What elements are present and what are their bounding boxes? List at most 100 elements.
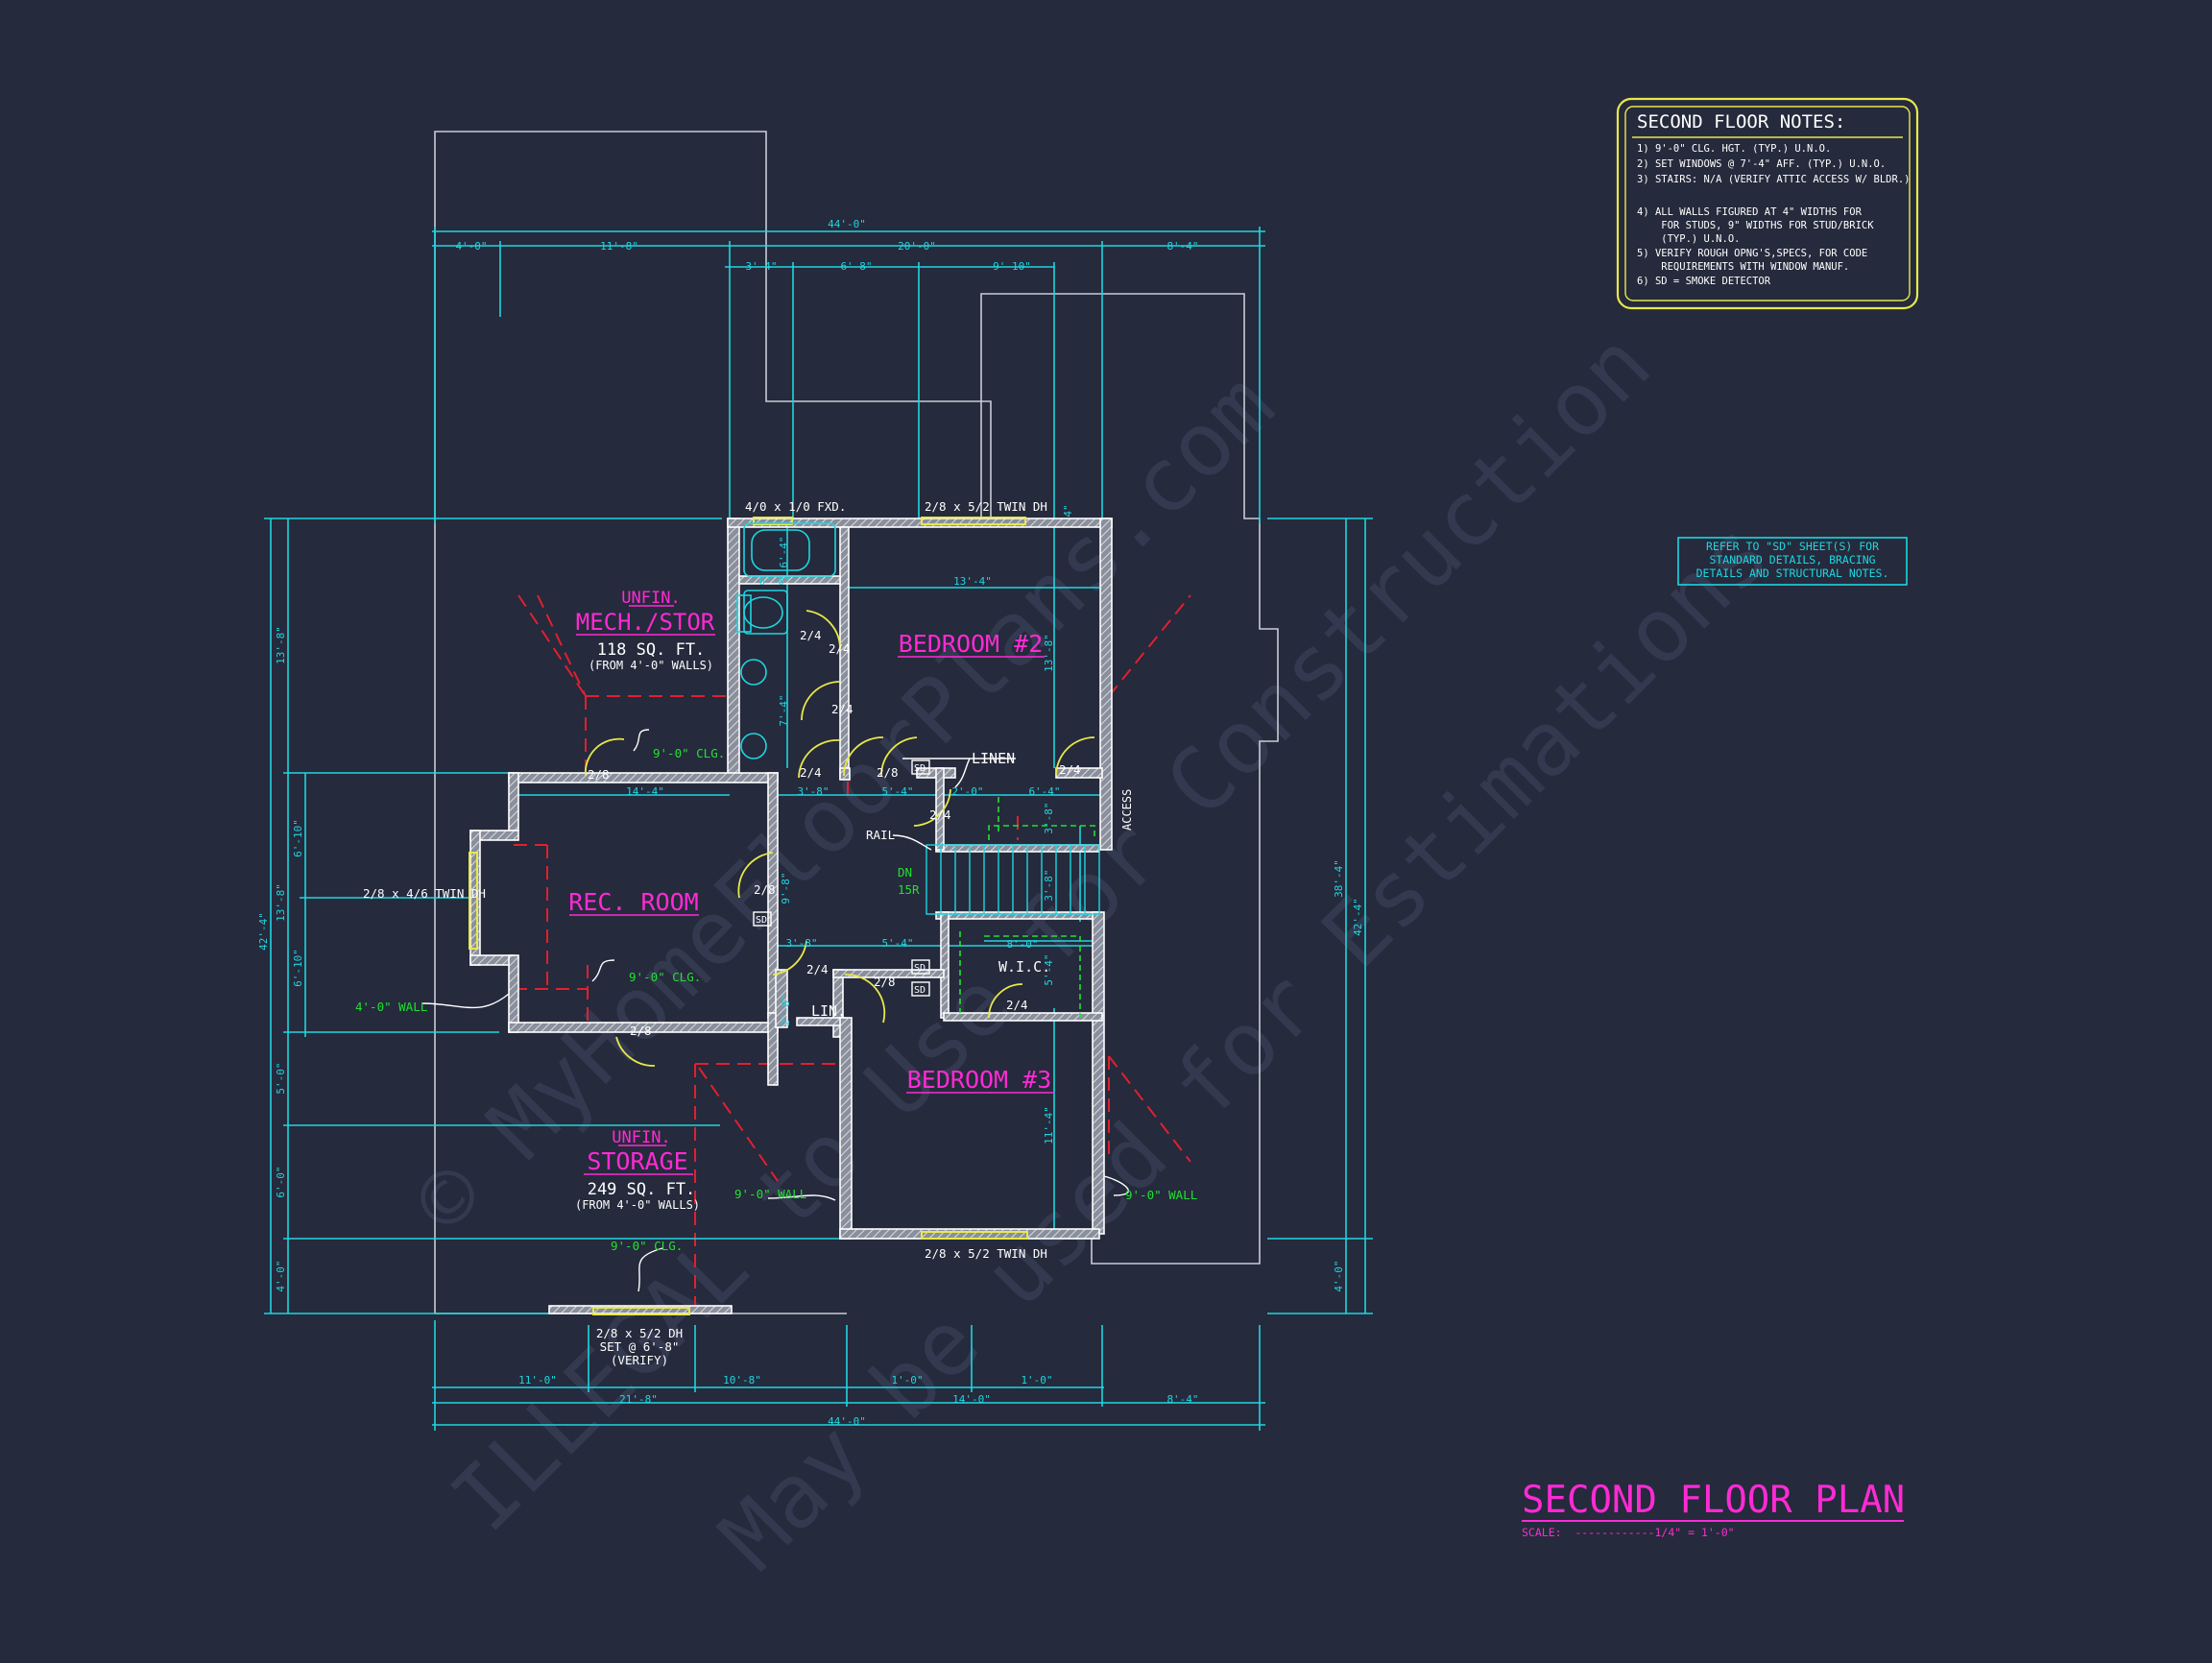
wall-rec-label: 4'-0" WALL [355, 1000, 427, 1014]
note-line-2: 2) SET WINDOWS @ 7'-4" AFF. (TYP.) U.N.O… [1637, 158, 1886, 170]
dim-left-g: 4'-0" [275, 1260, 287, 1291]
dim-int-bath-h: 6'-4" [778, 536, 790, 567]
misc-labels: LINEN LIN. W.I.C. ACCESS RAIL SD SD SD S… [363, 499, 1134, 1367]
dim-int-top4: 4" [1062, 504, 1074, 517]
dim-left-f: 6'-0" [275, 1166, 287, 1197]
dim-left-a: 13'-8" [275, 626, 287, 664]
room-labels: UNFIN. MECH./STOR BEDROOM #2 REC. ROOM B… [568, 589, 1051, 1175]
sd-label-4: SD [914, 985, 926, 996]
room-label-underlines [569, 605, 1054, 1175]
dim-int-e: 3'-8" [1043, 869, 1055, 901]
dim-top-a: 4'-0" [455, 240, 487, 253]
sd-label-2: SD [756, 915, 767, 926]
green-labels: 9'-0" CLG. 9'-0" CLG. 9'-0" CLG. 4'-0" W… [355, 746, 1197, 1253]
refer-line-1: REFER TO "SD" SHEET(S) FOR [1706, 540, 1879, 553]
toilet-icon [743, 596, 783, 629]
dimension-lines [264, 227, 1373, 1431]
note-line-10: 6) SD = SMOKE DETECTOR [1637, 276, 1771, 287]
watermark: © MyHomeFloorPlans.com ILLEGAL to Use fo… [394, 313, 1789, 1590]
dim-int-bed2-h: 13'-8" [1043, 634, 1055, 672]
door-label-7: 2/4 [929, 807, 951, 822]
door-label-9: 2/8 [874, 975, 896, 989]
mech-from-label: (FROM 4'-0" WALLS) [589, 659, 713, 672]
door-label-4: 2/8 [588, 767, 610, 782]
refer-note: REFER TO "SD" SHEET(S) FOR STANDARD DETA… [1677, 537, 1908, 586]
window-label-bed3: 2/8 x 5/2 TWIN DH [925, 1246, 1047, 1261]
door-label-3: 2/4 [800, 765, 822, 780]
storage-name-label: STORAGE [587, 1147, 687, 1175]
note-line-9: REQUIREMENTS WITH WINDOW MANUF. [1637, 261, 1849, 273]
door-label-11: 2/8 [630, 1024, 652, 1038]
dim-top-f: 6'-8" [840, 260, 872, 273]
dim-int-bed3-h: 11'-4" [1043, 1106, 1055, 1145]
wall-bed3-label: 9'-0" WALL [1125, 1188, 1197, 1202]
dim-top-g: 9'-10" [993, 260, 1031, 273]
plan-scale: SCALE: ------------1/4" = 1'-0" [1522, 1526, 1735, 1539]
dim-left-c: 13'-8" [275, 883, 287, 922]
bath-fixtures [736, 522, 836, 759]
door-label-2: 2/4 [831, 702, 854, 716]
note-line-6: FOR STUDS, 9" WIDTHS FOR STUD/BRICK [1637, 220, 1874, 231]
notes-text: SECOND FLOOR NOTES: 1) 9'-0" CLG. HGT. (… [1637, 111, 1910, 287]
dim-int-f: 9'-8" [780, 872, 792, 904]
sd-label-1: SD [914, 763, 926, 774]
notes-box [1616, 97, 1919, 310]
door-label-5: 2/4 [1059, 762, 1081, 777]
note-line-1: 1) 9'-0" CLG. HGT. (TYP.) U.N.O. [1637, 143, 1831, 155]
stairs [926, 844, 1100, 915]
refer-line-2: STANDARD DETAILS, BRACING [1709, 553, 1875, 566]
dim-left-d: 6'-10" [292, 949, 304, 987]
window-label-storage-2: SET @ 6'-8" [600, 1339, 680, 1354]
clg-mech-label: 9'-0" CLG. [653, 746, 725, 760]
dim-bot-d: 1'-0" [1021, 1374, 1052, 1386]
sd-label-3: SD [914, 963, 926, 974]
dim-top-e: 3'-4" [745, 260, 777, 273]
room-area-labels: 118 SQ. FT. (FROM 4'-0" WALLS) 249 SQ. F… [575, 640, 713, 1212]
wall-storage-label: 9'-0" WALL [734, 1187, 806, 1201]
dim-top-c: 20'-0" [898, 240, 936, 253]
dim-int-a: 5'-4" [881, 785, 913, 798]
storage-from-label: (FROM 4'-0" WALLS) [575, 1198, 700, 1212]
plan-title: SECOND FLOOR PLAN [1522, 1479, 1905, 1522]
notes-title: SECOND FLOOR NOTES: [1637, 111, 1845, 133]
dim-right-a: 38'-4" [1333, 859, 1345, 898]
dim-int-hall-h: 7'-4" [778, 694, 790, 726]
dim-top-overall: 44'-0" [828, 218, 866, 230]
dim-int-k: 2'-8" [780, 994, 792, 1025]
dim-bot-overall: 44'-0" [828, 1415, 866, 1428]
dim-int-bath-w: 6'-0" [758, 575, 790, 588]
smoke-detector-boxes [753, 759, 930, 997]
linen-label: LINEN [972, 750, 1015, 767]
door-label-1: 2/4 [800, 628, 822, 642]
mech-name-label: MECH./STOR [576, 609, 715, 636]
door-labels: 2/4 2/4 2/4 2/8 2/4 2/8 2/4 2/8 2/8 2/4 … [588, 628, 1081, 1038]
bedroom3-label: BEDROOM #3 [907, 1066, 1052, 1094]
dimension-labels: 44'-0" 4'-0" 11'-8" 20'-0" 8'-4" 3'-4" 6… [257, 218, 1364, 1428]
stair-dn-label: DN [898, 865, 912, 880]
bedroom2-label: BEDROOM #2 [899, 630, 1044, 658]
dim-bot-g: 8'-4" [1166, 1393, 1198, 1406]
note-line-5: 4) ALL WALLS FIGURED AT 4" WIDTHS FOR [1637, 206, 1863, 218]
dim-int-b: 2'-0" [951, 785, 983, 798]
dim-top-b: 11'-8" [600, 240, 638, 253]
note-line-7: (TYP.) U.N.O. [1637, 233, 1740, 245]
dim-int-g: 5'-4" [881, 937, 913, 950]
wic-label: W.I.C. [998, 958, 1050, 976]
dim-int-c: 6'-4" [1028, 785, 1060, 798]
closet-rods [959, 797, 1095, 1018]
window-label-bed2: 2/8 x 5/2 TWIN DH [925, 499, 1047, 514]
rec-room-label: REC. ROOM [568, 888, 698, 916]
windows [469, 517, 1028, 1315]
dim-bot-b: 10'-8" [723, 1374, 761, 1386]
dim-bot-e: 21'-8" [619, 1393, 658, 1406]
door-label-13: 2/4 [829, 641, 851, 656]
rail-label: RAIL [866, 828, 895, 842]
dim-int-h: 3'-8" [785, 937, 817, 950]
dim-int-hall-w: 3'-8" [797, 785, 829, 798]
note-line-8: 5) VERIFY ROUGH OPNG'S,SPECS, FOR CODE [1637, 248, 1867, 259]
door-label-10: 2/4 [806, 962, 829, 976]
dim-left-overall: 42'-4" [257, 912, 270, 951]
dim-right-b: 4'-0" [1333, 1260, 1345, 1291]
